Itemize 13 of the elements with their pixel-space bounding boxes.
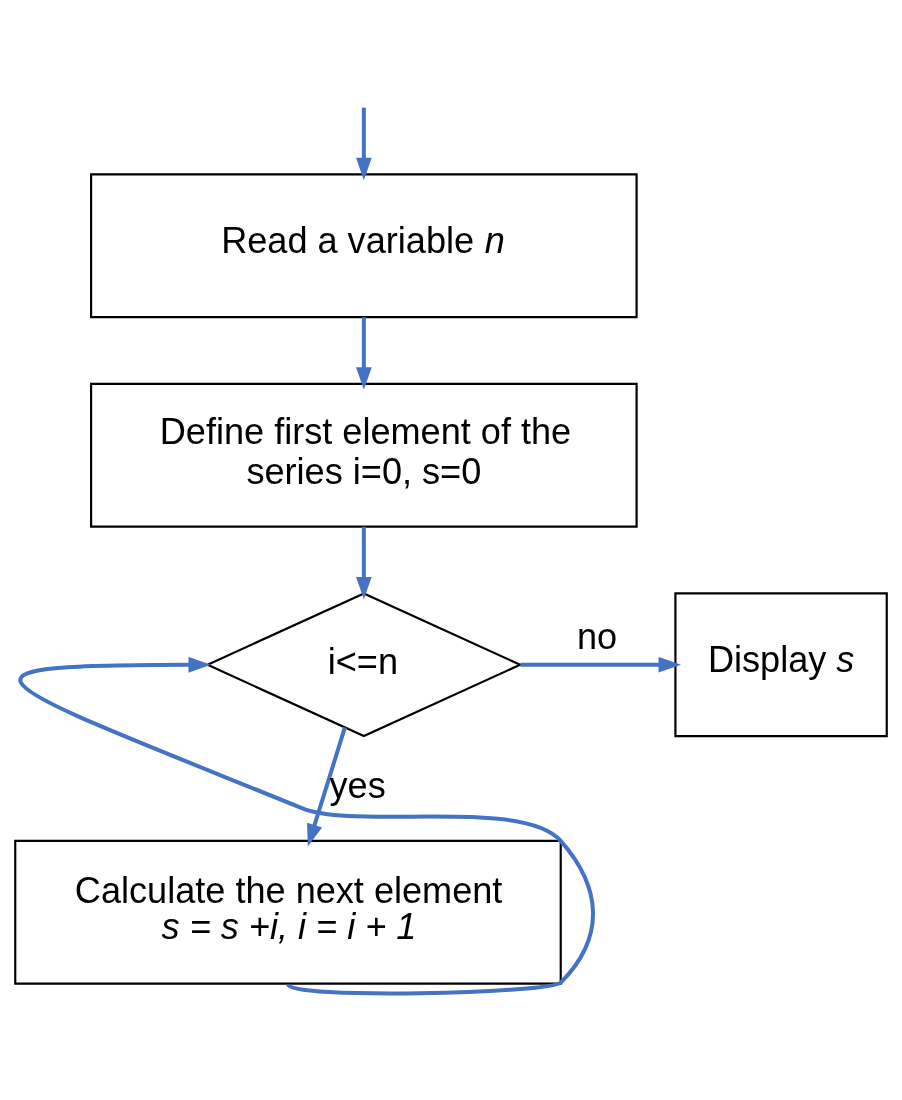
edge-label: yes: [329, 764, 386, 806]
node-box: Define first element of the series i=0, s=0: [90, 382, 638, 528]
arrow: [520, 656, 681, 673]
edge-label: no: [576, 615, 618, 657]
arrow: [356, 526, 372, 600]
arrow: [307, 726, 347, 847]
arrow: [19, 656, 595, 996]
arrow: [356, 317, 372, 390]
node-diamond: i<=n: [205, 592, 523, 738]
node-box: Calculate the next element s = s +i, i = i + 1: [14, 839, 562, 985]
arrow: [356, 107, 372, 181]
node-box: Display s: [674, 592, 888, 738]
node-box: Read a variable n: [90, 173, 638, 319]
